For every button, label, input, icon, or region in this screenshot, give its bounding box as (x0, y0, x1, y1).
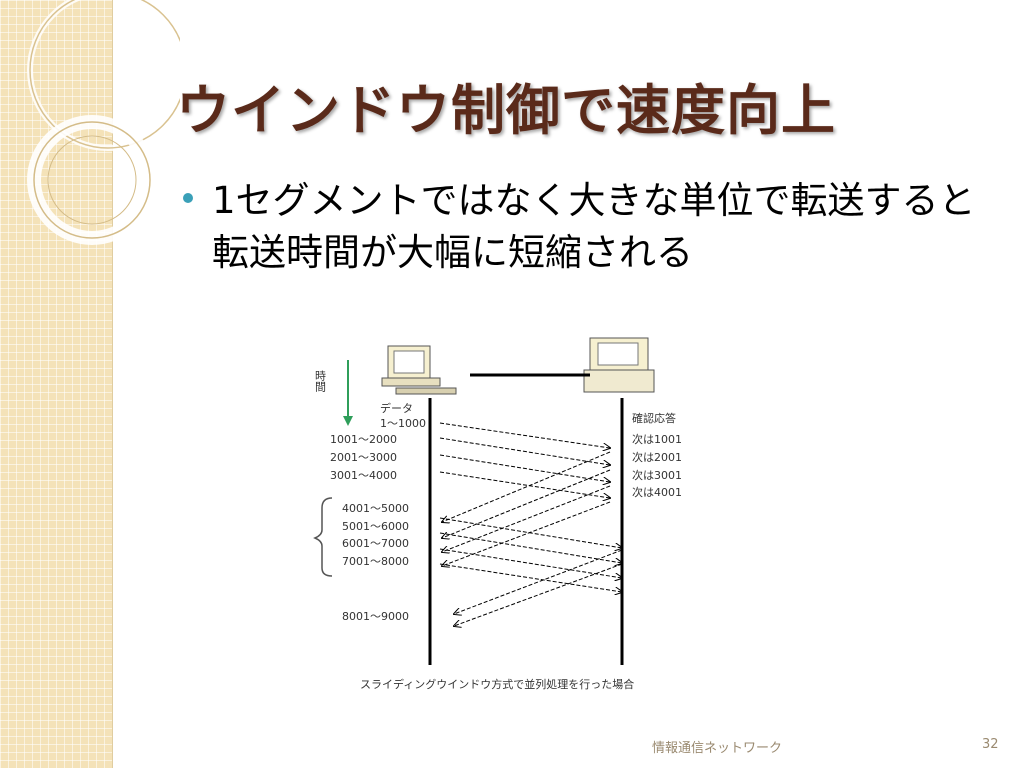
ack-text: 次は1001 (632, 432, 682, 446)
segment-label: 8001～9000 (342, 610, 409, 623)
page-number: 32 (982, 737, 999, 752)
ack-label: 確認応答 (632, 411, 676, 425)
segment-label: 2001～3000 (330, 451, 397, 464)
segment-label: 1～1000 (380, 417, 426, 430)
segment-label: 3001～4000 (330, 469, 397, 482)
ack-text: 次は4001 (632, 485, 682, 499)
ack-text: 次は3001 (632, 468, 682, 482)
data-arrows-window-1 (439, 422, 610, 498)
sliding-window-diagram: 時間 データ 確認応答 1～1000 1001～2000 2001～3000 3… (313, 337, 682, 691)
segment-label: 5001～6000 (342, 520, 409, 533)
bullet-icon (183, 193, 193, 203)
receiver-computer-icon (583, 337, 655, 393)
segment-label: 1001～2000 (330, 433, 397, 446)
segment-label: 7001～8000 (342, 555, 409, 568)
decorative-circles (27, 0, 180, 245)
segment-label: 6001～7000 (342, 537, 409, 550)
time-arrow-head (343, 416, 353, 426)
footer-title: 情報通信ネットワーク (652, 741, 783, 756)
ack-text: 次は2001 (632, 450, 682, 464)
diagram-caption: スライディングウインドウ方式で並列処理を行った場合 (360, 677, 634, 691)
bullet-text: 1セグメントではなく大きな単位で転送すると転送時間が大幅に短縮される (212, 179, 976, 274)
ack-arrows (442, 451, 611, 566)
window-brace (313, 497, 333, 577)
time-label: 時間 (314, 370, 327, 393)
data-label: データ (380, 401, 413, 415)
data-arrows-window-2 (439, 517, 622, 592)
slide-title: ウインドウ制御で速度向上 (176, 79, 836, 142)
sender-computer-icon (381, 345, 457, 395)
segment-label: 4001～5000 (342, 502, 409, 515)
